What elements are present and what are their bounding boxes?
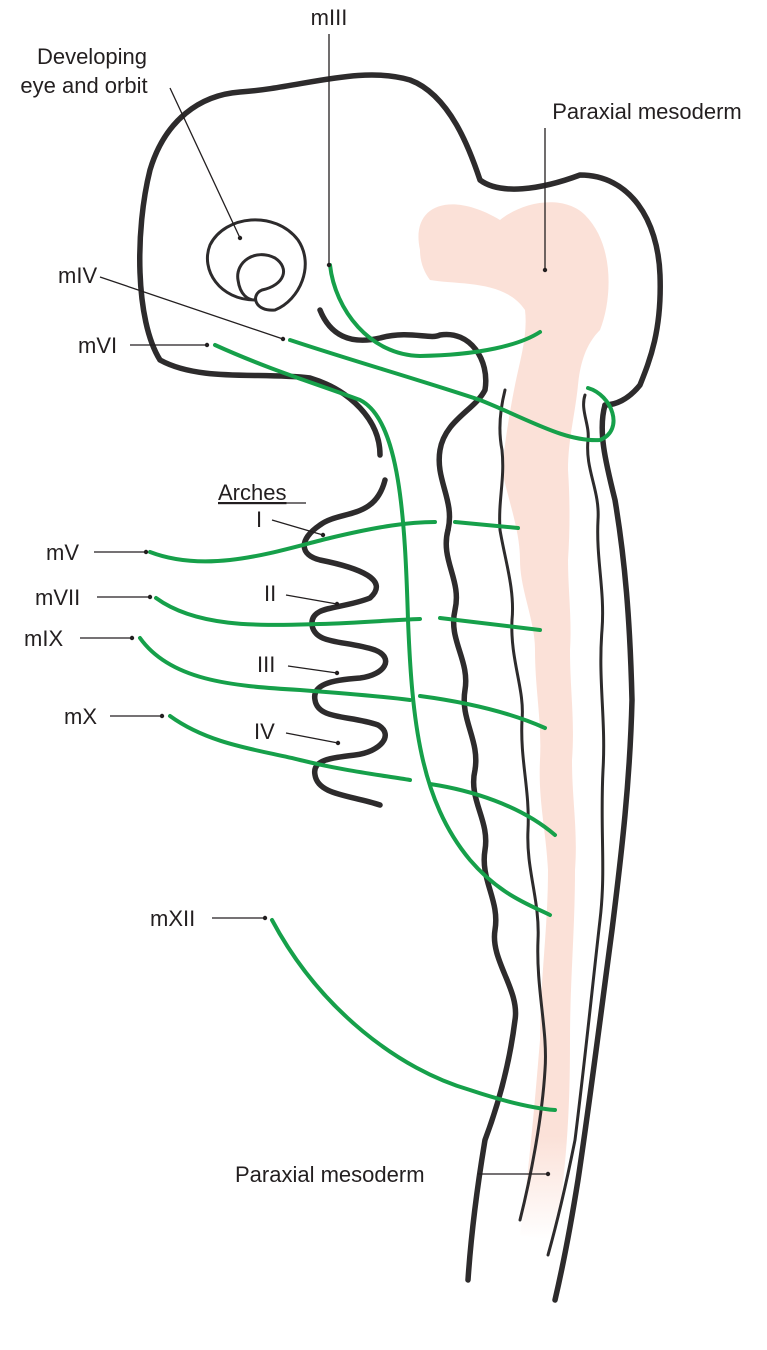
label-m10: mX <box>64 704 97 729</box>
nerve-m7-path <box>154 596 422 627</box>
nerve-m12-path <box>270 918 557 1112</box>
label-paraxial-mesoderm-top: Paraxial mesoderm <box>552 99 742 124</box>
neural-tube-right-wall <box>546 393 606 1257</box>
head-outline <box>137 72 663 458</box>
label-arch-4: IV <box>254 719 275 744</box>
label-arch-3: III <box>257 652 275 677</box>
label-arch-2: II <box>264 581 276 606</box>
neck-outline <box>317 307 489 533</box>
label-developing-eye-line1: Developing <box>37 44 147 69</box>
pharyngeal-arches <box>301 477 389 808</box>
paraxial-mesoderm-region <box>418 202 609 1240</box>
nerve-m5-dash <box>453 520 520 530</box>
nerve-m4-path <box>288 338 616 443</box>
leader-lines <box>80 34 551 1177</box>
nerve-m7-dash <box>438 616 542 632</box>
label-m12: mXII <box>150 906 195 931</box>
label-paraxial-mesoderm-bottom: Paraxial mesoderm <box>235 1162 425 1187</box>
label-arch-1: I <box>256 507 262 532</box>
nerve-m9-dash <box>418 694 547 730</box>
developing-eye <box>205 218 307 312</box>
nerve-m10-path <box>168 714 412 782</box>
nerve-m10-dash <box>428 782 557 837</box>
nerve-m9-path <box>138 636 412 702</box>
label-m7: mVII <box>35 585 80 610</box>
label-m9: mIX <box>24 626 63 651</box>
nerve-m3-path <box>328 263 542 358</box>
label-developing-eye-line2: eye and orbit <box>20 73 147 98</box>
neural-tube-left-wall <box>443 527 519 1283</box>
label-m6: mVI <box>78 333 117 358</box>
label-m4: mIV <box>58 263 97 288</box>
label-m3: mIII <box>311 5 348 30</box>
label-arches-heading: Arches <box>218 480 286 505</box>
neural-tube-inner-left <box>498 388 547 1222</box>
body-outline-right <box>552 402 635 1303</box>
nerve-m5-path <box>148 520 437 564</box>
label-m5: mV <box>46 540 79 565</box>
